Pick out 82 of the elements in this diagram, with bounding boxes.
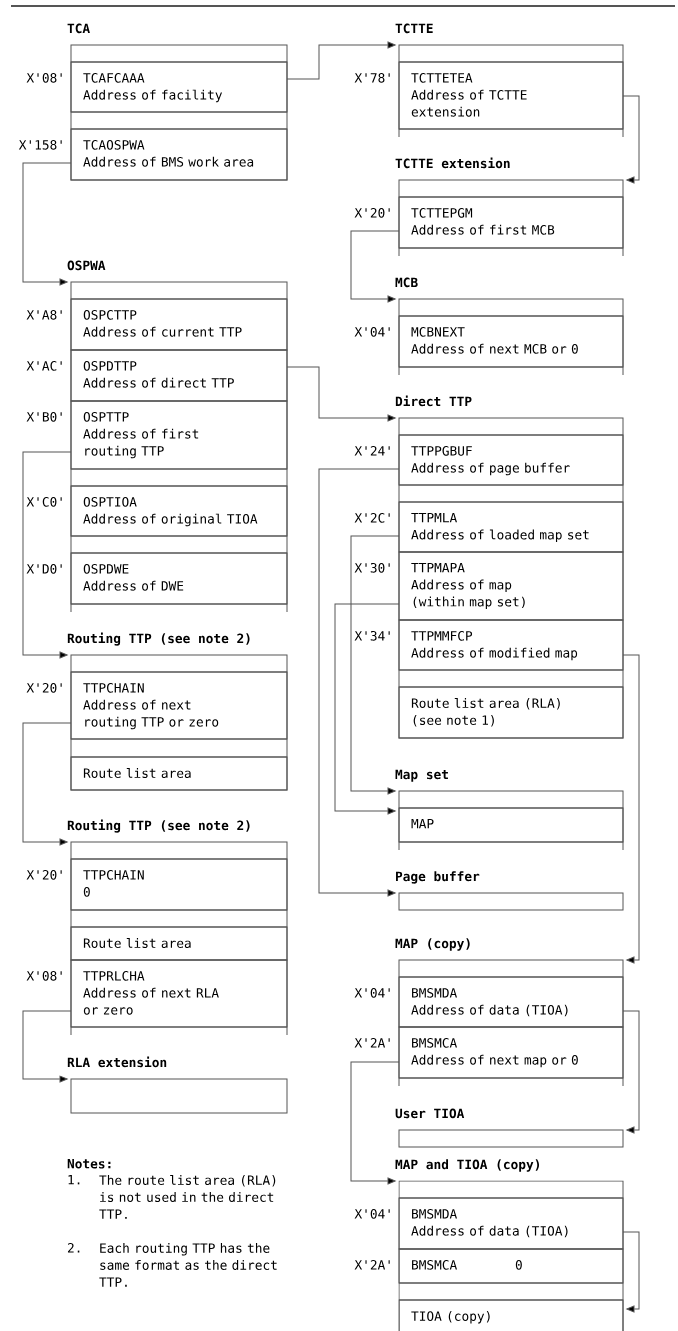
arrow [622,1010,640,1134]
offset-label: X'20' [26,683,62,693]
offset-label: X'2A' [354,1260,390,1270]
offset-label: X'08' [26,73,62,83]
offset-label: X'08' [26,971,62,981]
field-text: BMSMCA [412,1260,457,1270]
arrow [286,366,396,422]
offset-label: X'C0' [26,497,62,507]
field-text: TTPMMFCP Address of modified map [411,631,578,661]
field-text: Route list area [83,938,191,948]
arrow [22,162,72,286]
field-text: TTPCHAIN 0 [83,870,144,897]
offset-label: X'04' [354,1209,390,1219]
block-heading: TCTTE [395,23,433,34]
arrow [622,654,640,964]
field-value: 0 [515,1260,522,1270]
field-text: TTPRLCHA Address of next RLA or zero [83,971,219,1015]
arrow [22,722,72,846]
arrow [350,535,400,795]
block-heading: MAP (copy) [395,938,470,951]
field-text: TTPPGBUF Address of page buffer [411,446,570,476]
offset-label: X'20' [354,208,390,218]
block-heading: MCB [395,277,418,288]
field-text: TCTTEPGM Address of first MCB [411,208,555,235]
offset-label: X'AC' [26,361,62,371]
offset-label: X'04' [354,327,390,337]
offset-label: X'04' [354,988,390,998]
field-text: BMSMCA Address of next map or 0 [411,1038,578,1068]
arrow [334,603,400,815]
field-text: TTPMLA Address of loaded map set [411,513,589,542]
arrow [350,1061,400,1185]
arrow [350,230,400,303]
block-heading: Map set [395,769,448,782]
arrow [22,1010,72,1083]
offset-label: X'30' [354,563,390,573]
block-heading: RLA extension [67,1056,167,1068]
arrow [286,41,396,80]
block-heading: TCTTE extension [395,157,510,169]
block-heading: Routing TTP (see note 2) [67,819,250,833]
block-heading: TCA [67,23,90,34]
field-text: OSPDWE Address of DWE [83,564,184,591]
offset-label: X'B0' [26,412,62,422]
arrow [622,95,640,184]
arrow [622,1231,640,1313]
offset-label: X'24' [354,446,390,456]
offset-label: X'2A' [354,1038,390,1048]
offset-label: X'D0' [26,564,62,574]
field-text: TTPCHAIN Address of next routing TTP or zero [83,683,219,730]
block-heading: User TIOA [395,1108,465,1119]
block-heading: MAP and TIOA (copy) [395,1159,539,1172]
notes-heading: Notes: [67,1159,111,1169]
offset-label: X'A8' [26,310,62,320]
field-text: Route list area (RLA) (see note 1) [411,698,560,727]
note-text: The route list area (RLA) is not used in the direct TTP. [99,1175,276,1219]
block-heading: Direct TTP [395,395,472,407]
field-text: OSPTTP Address of first routing TTP [83,412,199,459]
field-text: TTPMAPA Address of map (within map set) [411,563,525,609]
field-text: BMSMDA Address of data (TIOA) [411,1209,568,1238]
arrow [22,451,72,659]
offset-label: X'158' [18,140,62,150]
block-heading: Page buffer [396,871,480,884]
field-text: BMSMDA Address of data (TIOA) [411,988,568,1017]
offset-label: X'2C' [354,513,390,523]
note-number: 2. [67,1243,80,1253]
block-heading: Routing TTP (see note 2) [67,632,250,646]
field-text: TCTTETEA Address of TCTTE extension [411,73,527,117]
field-text: Route list area [83,768,191,778]
field-text: OSPTIOA Address of original TIOA [83,497,258,527]
field-text: TIOA (copy) [411,1311,490,1324]
note-number: 1. [68,1175,80,1185]
offset-label: X'34' [354,631,390,641]
offset-label: X'20' [26,870,62,880]
offset-label: X'78' [354,73,390,83]
field-text: MAP [411,819,434,829]
field-text: TCAOSPWA Address of BMS work area [83,140,254,167]
note-text: Each routing TTP has the same format as the direct TTP. [99,1243,277,1287]
field-text: MCBNEXT Address of next MCB or 0 [411,327,578,354]
field-text: OSPDTTP Address of direct TTP [83,361,234,388]
field-text: TCAFCAAA Address of facility [83,73,222,103]
block-heading: OSPWA [67,260,106,271]
arrow [318,468,400,897]
field-text: OSPCTTP Address of current TTP [83,310,242,337]
